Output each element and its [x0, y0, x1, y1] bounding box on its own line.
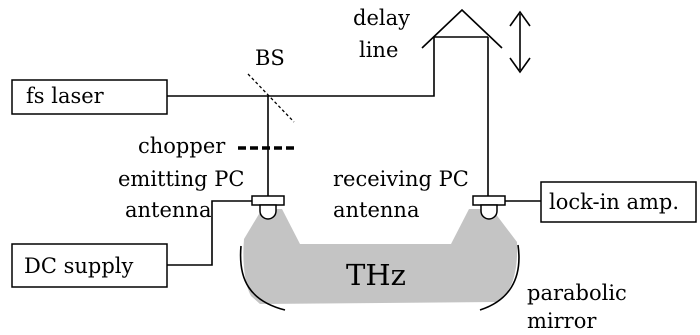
receiving-antenna	[472, 195, 506, 220]
beam-splitter	[247, 73, 295, 123]
receiving-antenna-label-2: antenna	[333, 198, 419, 222]
lockin-box	[540, 181, 697, 223]
fs-laser-box	[11, 79, 168, 115]
delay-line-label-1: delay	[353, 6, 410, 30]
receiving-antenna-label-1: receiving PC	[333, 167, 469, 191]
lockin-label: lock-in amp.	[549, 190, 679, 214]
thz-beam	[243, 209, 518, 304]
dc-supply-wire	[167, 200, 252, 266]
delay-line-label-2: line	[359, 38, 398, 62]
laser-beam-path	[167, 36, 443, 97]
emitting-antenna	[251, 195, 285, 220]
bs-label: BS	[255, 46, 285, 70]
chopper-label: chopper	[138, 134, 226, 158]
dc-supply-box	[11, 243, 168, 288]
emitting-antenna-label-2: antenna	[125, 198, 211, 222]
delay-line-reflector	[421, 8, 503, 49]
emitting-antenna-label-1: emitting PC	[118, 167, 245, 191]
fs-laser-label: fs laser	[26, 84, 105, 108]
parabolic-mirror-label-2: mirror	[527, 309, 597, 333]
delay-direction-arrow-icon	[509, 10, 531, 74]
parabolic-mirror-left	[239, 245, 286, 311]
parabolic-mirror-label-1: parabolic	[527, 281, 627, 305]
thz-label: THz	[346, 258, 406, 292]
parabolic-mirror-right	[479, 244, 520, 311]
dc-supply-label: DC supply	[24, 254, 133, 278]
